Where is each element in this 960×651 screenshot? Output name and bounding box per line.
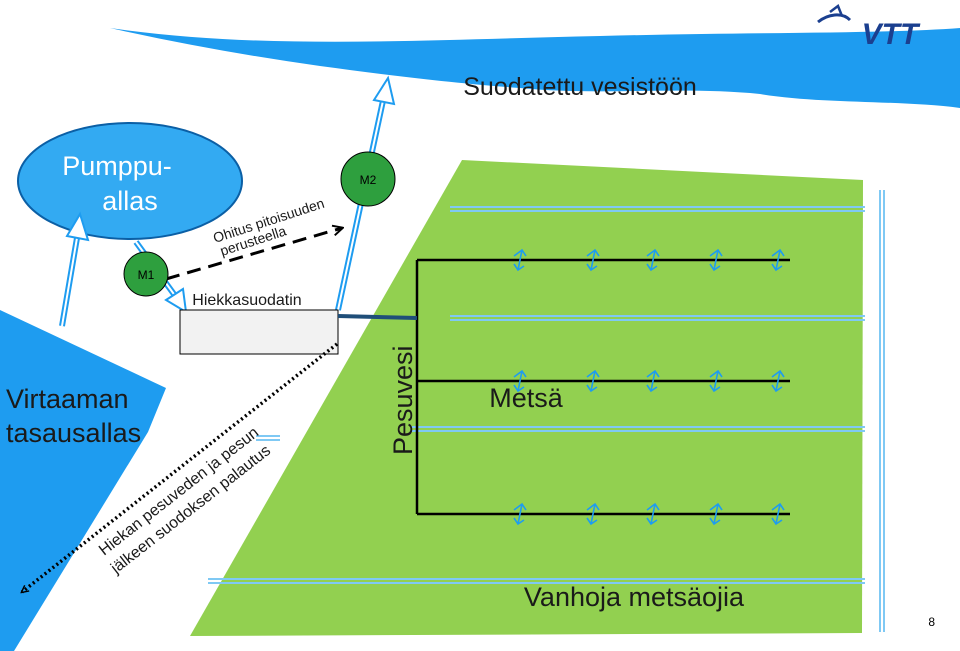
forest-ditches <box>208 190 885 632</box>
flow-arrow-basin-to-pump <box>59 211 90 327</box>
sprinkler-icon <box>646 248 660 272</box>
meter-m2: M2 <box>340 151 396 207</box>
sprinkler-icon <box>771 248 785 272</box>
sand-filter-label: Hiekkasuodatin <box>192 292 301 309</box>
forest-ditch-left <box>256 435 280 441</box>
sand-return-arrow <box>22 342 339 592</box>
lake-label: Suodatettu vesistöön <box>463 73 697 101</box>
ditches-label: Vanhoja metsäojia <box>524 582 745 612</box>
wash-water-pipe <box>337 314 418 320</box>
sprinkler-group <box>513 248 785 526</box>
sprinkler-icon <box>771 369 785 393</box>
sprinkler-icon <box>709 248 723 272</box>
forest-area <box>190 160 863 636</box>
sprinkler-icon <box>513 369 527 393</box>
sprinkler-icon <box>586 248 600 272</box>
vtt-logo-icon: VTT <box>817 4 921 51</box>
bypass-arrow <box>165 228 342 281</box>
svg-text:M1: M1 <box>138 268 155 282</box>
sand-filter-box <box>179 309 339 355</box>
wash-water-label: Pesuvesi <box>388 345 418 455</box>
distribution-pipes <box>415 258 790 516</box>
sprinkler-icon <box>586 502 600 526</box>
meter-m1: M1 <box>123 251 169 297</box>
pump-basin <box>17 122 243 240</box>
sprinkler-icon <box>771 502 785 526</box>
sprinkler-icon <box>646 369 660 393</box>
sprinkler-icon <box>709 502 723 526</box>
pump-basin-label-line1: Pumppu- <box>62 151 172 181</box>
basin-label-line1: Virtaaman <box>6 384 129 414</box>
page-number: 8 <box>928 615 935 629</box>
sprinkler-icon <box>646 502 660 526</box>
forest-label: Metsä <box>489 383 564 413</box>
sprinkler-icon <box>513 248 527 272</box>
sprinkler-icon <box>513 502 527 526</box>
svg-text:M2: M2 <box>360 173 377 187</box>
basin-label-line2: tasausallas <box>6 418 141 448</box>
lake-shape <box>110 28 960 108</box>
svg-text:VTT: VTT <box>862 18 921 51</box>
sprinkler-icon <box>586 369 600 393</box>
equalization-basin <box>0 310 166 651</box>
pump-basin-label-line2: allas <box>102 186 158 216</box>
sprinkler-icon <box>709 369 723 393</box>
